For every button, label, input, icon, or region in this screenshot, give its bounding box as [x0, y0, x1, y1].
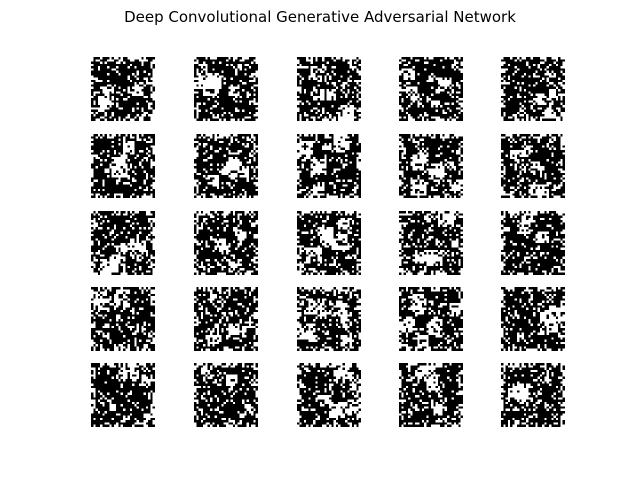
sample-highlights [399, 211, 463, 275]
sample-4-2 [194, 287, 258, 351]
sample-highlights [91, 134, 155, 198]
sample-highlights [194, 211, 258, 275]
sample-highlights [91, 57, 155, 121]
sample-highlights [91, 211, 155, 275]
sample-highlights [297, 287, 361, 351]
sample-5-5 [501, 363, 565, 427]
sample-highlights [501, 211, 565, 275]
sample-highlights [297, 134, 361, 198]
sample-3-2 [194, 211, 258, 275]
sample-1-4 [399, 57, 463, 121]
sample-3-1 [91, 211, 155, 275]
sample-highlights [297, 211, 361, 275]
sample-1-1 [91, 57, 155, 121]
sample-highlights [399, 363, 463, 427]
sample-highlights [91, 287, 155, 351]
sample-highlights [399, 287, 463, 351]
sample-1-3 [297, 57, 361, 121]
sample-4-4 [399, 287, 463, 351]
sample-4-3 [297, 287, 361, 351]
sample-highlights [399, 57, 463, 121]
sample-4-5 [501, 287, 565, 351]
sample-4-1 [91, 287, 155, 351]
sample-3-5 [501, 211, 565, 275]
sample-2-4 [399, 134, 463, 198]
sample-5-2 [194, 363, 258, 427]
sample-highlights [194, 287, 258, 351]
sample-highlights [501, 134, 565, 198]
sample-highlights [501, 57, 565, 121]
sample-2-2 [194, 134, 258, 198]
sample-highlights [399, 134, 463, 198]
sample-5-1 [91, 363, 155, 427]
sample-highlights [297, 57, 361, 121]
sample-1-5 [501, 57, 565, 121]
sample-highlights [194, 363, 258, 427]
sample-2-5 [501, 134, 565, 198]
sample-highlights [297, 363, 361, 427]
sample-2-1 [91, 134, 155, 198]
sample-highlights [194, 134, 258, 198]
sample-5-3 [297, 363, 361, 427]
sample-highlights [194, 57, 258, 121]
sample-3-4 [399, 211, 463, 275]
sample-highlights [501, 287, 565, 351]
sample-highlights [91, 363, 155, 427]
figure-title: Deep Convolutional Generative Adversaria… [124, 8, 516, 26]
sample-2-3 [297, 134, 361, 198]
sample-1-2 [194, 57, 258, 121]
sample-5-4 [399, 363, 463, 427]
sample-3-3 [297, 211, 361, 275]
sample-highlights [501, 363, 565, 427]
